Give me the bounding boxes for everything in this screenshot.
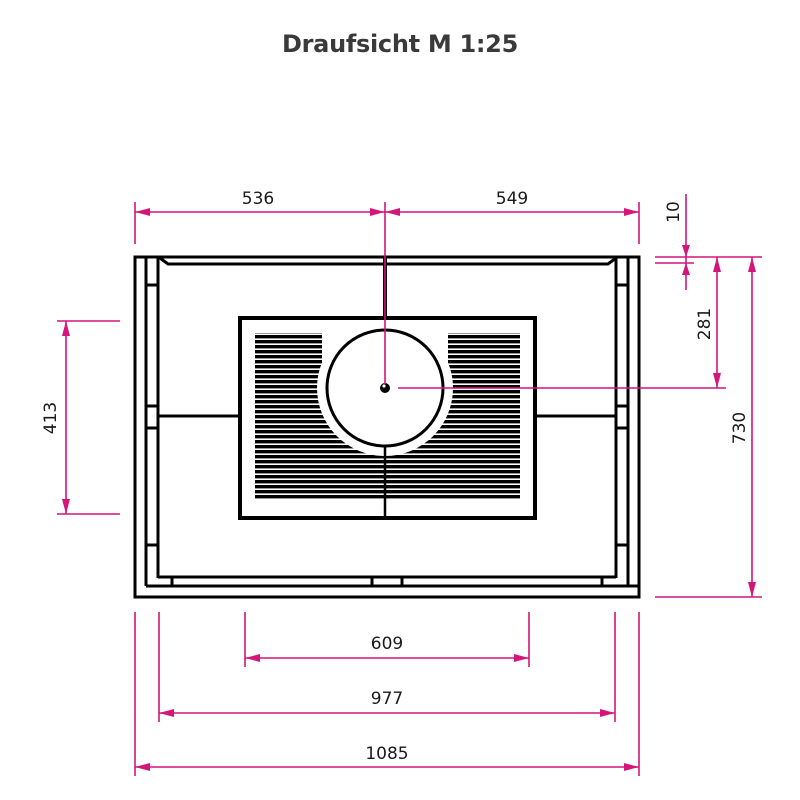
outer-frame — [133, 255, 641, 599]
dim-label-413: 413 — [41, 402, 61, 434]
dim-label-10: 10 — [664, 201, 684, 223]
dim-label-977: 977 — [371, 689, 403, 709]
drawing-title: Draufsicht M 1:25 — [282, 30, 518, 58]
dim-label-281: 281 — [695, 308, 715, 340]
flue-center-point — [380, 383, 390, 393]
dim-label-730: 730 — [730, 412, 750, 444]
dimensions — [57, 194, 762, 776]
dim-label-609: 609 — [371, 634, 403, 654]
dim-label-1085: 1085 — [365, 744, 408, 764]
dim-label-536: 536 — [242, 189, 274, 209]
firebox — [238, 316, 537, 520]
dim-label-549: 549 — [496, 189, 528, 209]
